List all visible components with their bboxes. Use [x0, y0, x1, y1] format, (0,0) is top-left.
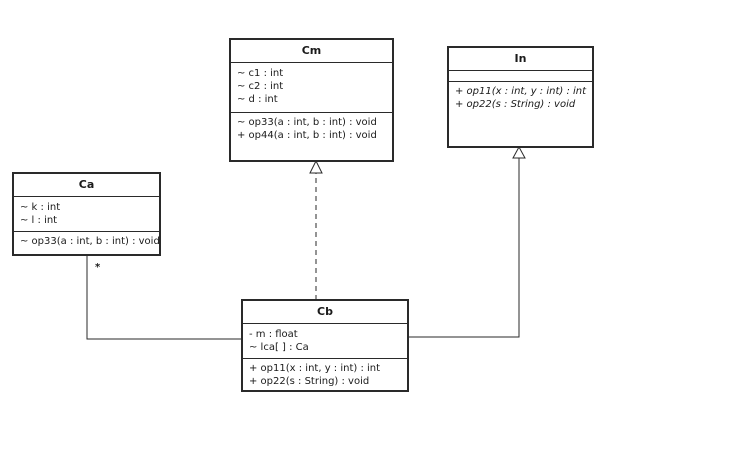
- class-cm-attribute: ~ d : int: [237, 94, 278, 105]
- class-cm-attributes: ~ c1 : int ~ c2 : int ~ d : int: [231, 63, 392, 113]
- class-cm-operation: + op44(a : int, b : int) : void: [237, 130, 377, 141]
- class-cb-operation: + op11(x : int, y : int) : int: [249, 363, 381, 374]
- class-cb-attribute: - m : float: [249, 329, 298, 340]
- class-cb-attribute: ~ lca[ ] : Ca: [249, 342, 309, 353]
- class-cb-operation: + op22(s : String) : void: [249, 376, 370, 387]
- ca-cb-association-line: [86, 256, 242, 340]
- class-ca-operations: ~ op33(a : int, b : int) : void: [14, 232, 160, 250]
- class-cm-attribute: ~ c2 : int: [237, 81, 284, 92]
- ca-cb-multiplicity: *: [95, 262, 101, 273]
- class-cm-operation: ~ op33(a : int, b : int) : void: [237, 117, 377, 128]
- cb-cm-realization-arrowhead: [309, 159, 323, 174]
- class-ca-attributes: ~ k : int ~ l : int: [14, 197, 159, 232]
- class-in-operations: + op11(x : int, y : int) : int + op22(s …: [449, 82, 592, 113]
- class-cm[interactable]: Cm ~ c1 : int ~ c2 : int ~ d : int ~ op3…: [229, 38, 394, 162]
- class-cm-operations: ~ op33(a : int, b : int) : void + op44(a…: [231, 113, 392, 144]
- class-cb-name: Cb: [243, 301, 407, 324]
- class-cb-attributes: - m : float ~ lca[ ] : Ca: [243, 324, 407, 359]
- class-ca[interactable]: Ca ~ k : int ~ l : int ~ op33(a : int, b…: [12, 172, 161, 256]
- class-cm-attribute: ~ c1 : int: [237, 68, 284, 79]
- class-ca-attribute: ~ k : int: [20, 202, 61, 213]
- cb-in-generalization-line: [408, 158, 520, 338]
- class-cb[interactable]: Cb - m : float ~ lca[ ] : Ca + op11(x : …: [241, 299, 409, 392]
- class-ca-operation: ~ op33(a : int, b : int) : void: [20, 236, 160, 247]
- class-in-name: In: [449, 48, 592, 71]
- class-cm-name: Cm: [231, 40, 392, 63]
- class-in[interactable]: In + op11(x : int, y : int) : int + op22…: [447, 46, 594, 148]
- class-in-operation: + op11(x : int, y : int) : int: [455, 86, 587, 97]
- class-in-attributes: [449, 71, 592, 82]
- class-ca-attribute: ~ l : int: [20, 215, 58, 226]
- cb-in-generalization-arrowhead: [512, 145, 526, 159]
- class-ca-name: Ca: [14, 174, 159, 197]
- class-in-operation: + op22(s : String) : void: [455, 99, 576, 110]
- class-cb-operations: + op11(x : int, y : int) : int + op22(s …: [243, 359, 407, 390]
